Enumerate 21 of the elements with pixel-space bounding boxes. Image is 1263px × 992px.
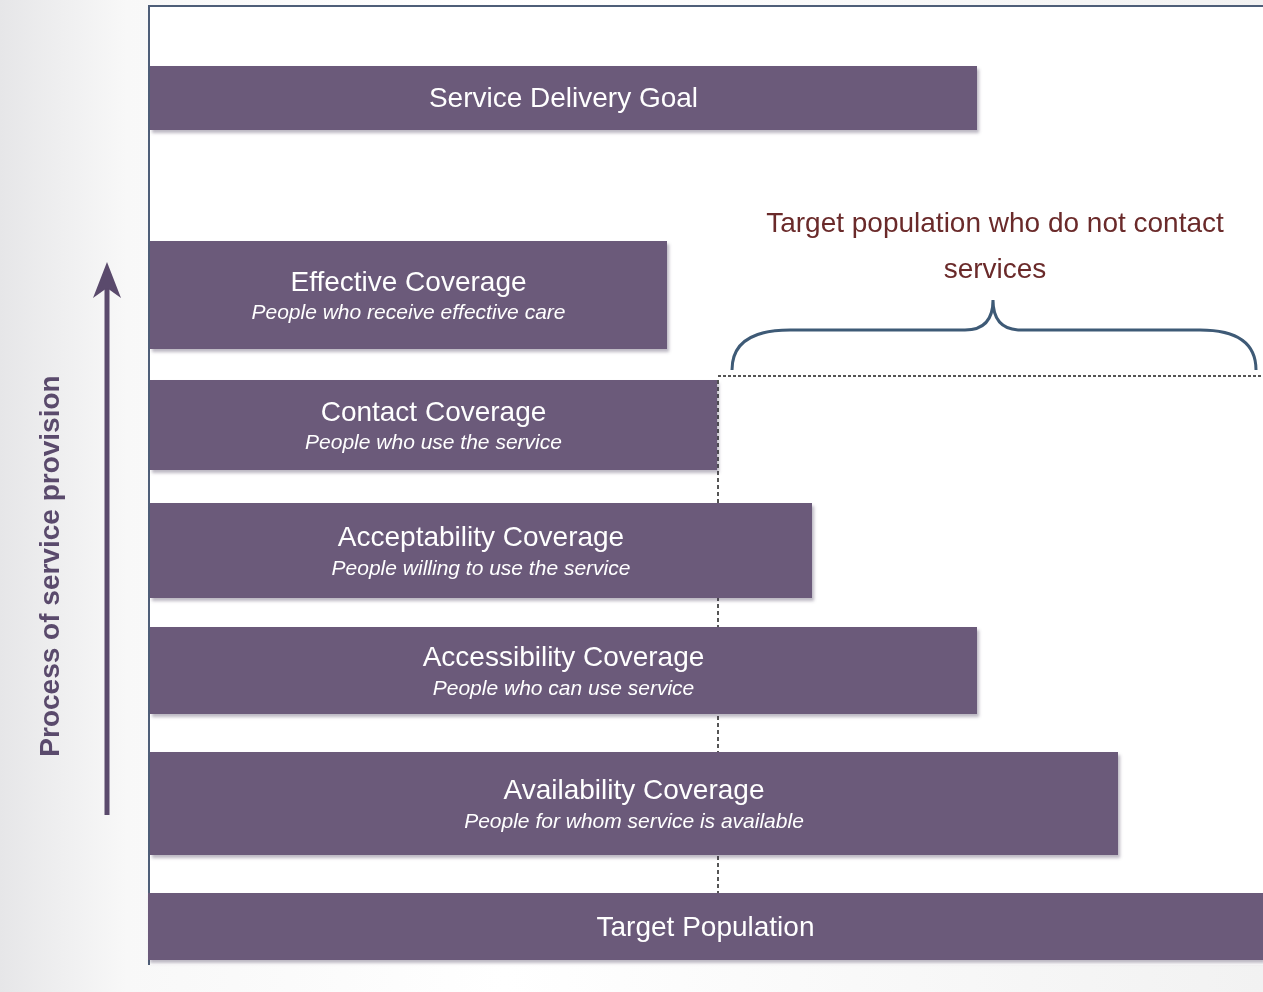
bar-subtitle: People for whom service is available <box>464 807 804 834</box>
bar-title: Accessibility Coverage <box>422 640 705 674</box>
bar-title: Acceptability Coverage <box>337 520 625 554</box>
bar-subtitle: People who receive effective care <box>251 299 566 326</box>
bar-subtitle: People willing to use the service <box>331 554 631 581</box>
coverage-bar <box>150 627 977 714</box>
bar-title: Effective Coverage <box>290 264 527 299</box>
bar-title: Contact Coverage <box>320 394 547 429</box>
coverage-bar <box>150 241 667 349</box>
bar-title: Target Population <box>596 909 815 944</box>
axis-label: Process of service provision <box>34 374 66 759</box>
bar-title: Service Delivery Goal <box>428 81 699 115</box>
coverage-bar <box>150 380 717 470</box>
coverage-bar <box>150 66 977 130</box>
bar-subtitle: People who can use service <box>432 674 695 701</box>
coverage-bar <box>148 893 1263 960</box>
bar-subtitle: People who use the service <box>305 429 562 456</box>
coverage-bar <box>150 503 812 598</box>
annotation-text: Target population who do not contact services <box>765 206 1225 287</box>
bar-title: Availability Coverage <box>503 773 765 807</box>
coverage-bar <box>150 752 1118 855</box>
